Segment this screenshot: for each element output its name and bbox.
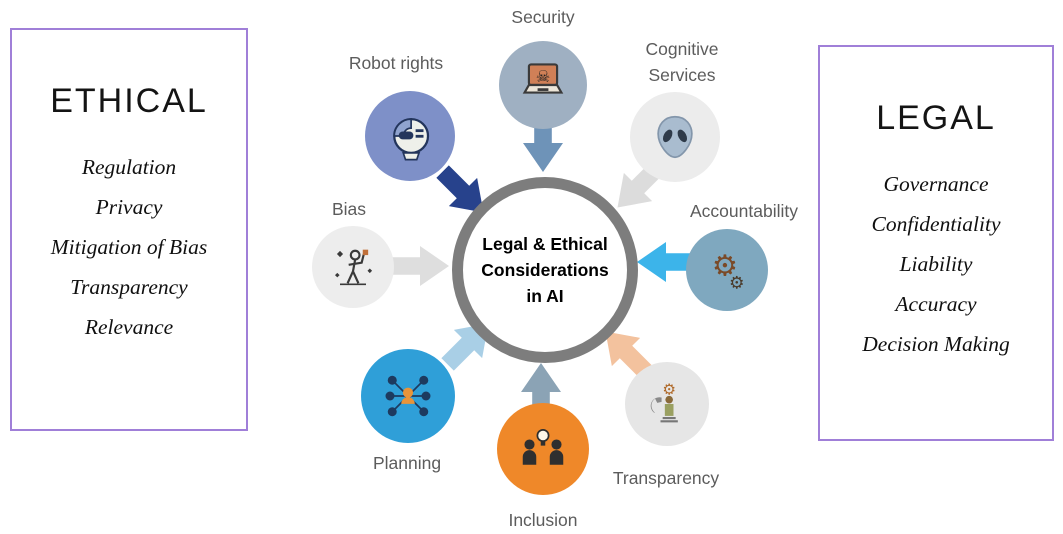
legal-item: Governance [883, 172, 989, 196]
ethical-panel-title: ETHICAL [50, 82, 208, 120]
robot-rights-label: Robot rights [348, 53, 444, 73]
legal-item: Liability [899, 252, 973, 276]
robot-head-icon [393, 118, 430, 161]
ethical-item: Privacy [95, 195, 163, 219]
network-people-icon [385, 375, 431, 417]
people-lightbulb-icon [522, 429, 564, 465]
ethical-item: Relevance [84, 315, 174, 339]
robot-rights-node [365, 91, 455, 181]
ethical-panel-items: Regulation Privacy Mitigation of Bias Tr… [12, 147, 246, 347]
ethical-panel: ETHICAL Regulation Privacy Mitigation of… [10, 28, 248, 431]
ethical-item: Transparency [70, 275, 188, 299]
bias-node [312, 226, 394, 308]
planning-label: Planning [372, 453, 442, 473]
security-label: Security [511, 7, 575, 27]
legal-item: Accuracy [895, 292, 977, 316]
legal-panel-title: LEGAL [876, 99, 996, 137]
alien-icon [657, 115, 693, 159]
svg-text:⚙: ⚙ [729, 273, 745, 293]
arrow-bias [391, 246, 449, 286]
inclusion-node [497, 403, 589, 495]
gears-icon: ⚙ ⚙ [712, 248, 745, 293]
svg-text:⚙: ⚙ [712, 248, 738, 282]
skull-laptop-icon: ☠ [522, 63, 564, 94]
svg-text:⚙: ⚙ [662, 380, 676, 398]
ethical-item: Regulation [81, 155, 177, 179]
svg-text:☠: ☠ [536, 67, 551, 86]
wrench-gear-person-icon: ⚙ [650, 380, 678, 423]
center-text-line1: Legal & Ethical [482, 233, 608, 254]
planning-node [361, 349, 455, 443]
transparency-node: ⚙ [625, 362, 709, 446]
cognitive-services-node [630, 92, 720, 182]
ethical-item: Mitigation of Bias [50, 235, 208, 259]
accountability-label: Accountability [690, 201, 798, 221]
center-circle: Legal & Ethical Considerations in AI [452, 177, 638, 363]
center-text-line2: Considerations [481, 259, 609, 280]
inclusion-label: Inclusion [508, 510, 578, 530]
legal-panel-items: Governance Confidentiality Liability Acc… [820, 164, 1052, 364]
transparency-label: Transparency [612, 468, 720, 488]
cognitive-services-label: Cognitive Services [645, 39, 719, 86]
person-stars-icon [334, 249, 373, 286]
legal-item: Confidentiality [871, 212, 1001, 236]
security-node: ☠ [499, 41, 587, 129]
center-text-line3: in AI [526, 286, 564, 307]
legal-panel: LEGAL Governance Confidentiality Liabili… [818, 45, 1054, 441]
accountability-node: ⚙ ⚙ [686, 229, 768, 311]
bias-label: Bias [331, 199, 367, 219]
legal-item: Decision Making [862, 332, 1010, 356]
